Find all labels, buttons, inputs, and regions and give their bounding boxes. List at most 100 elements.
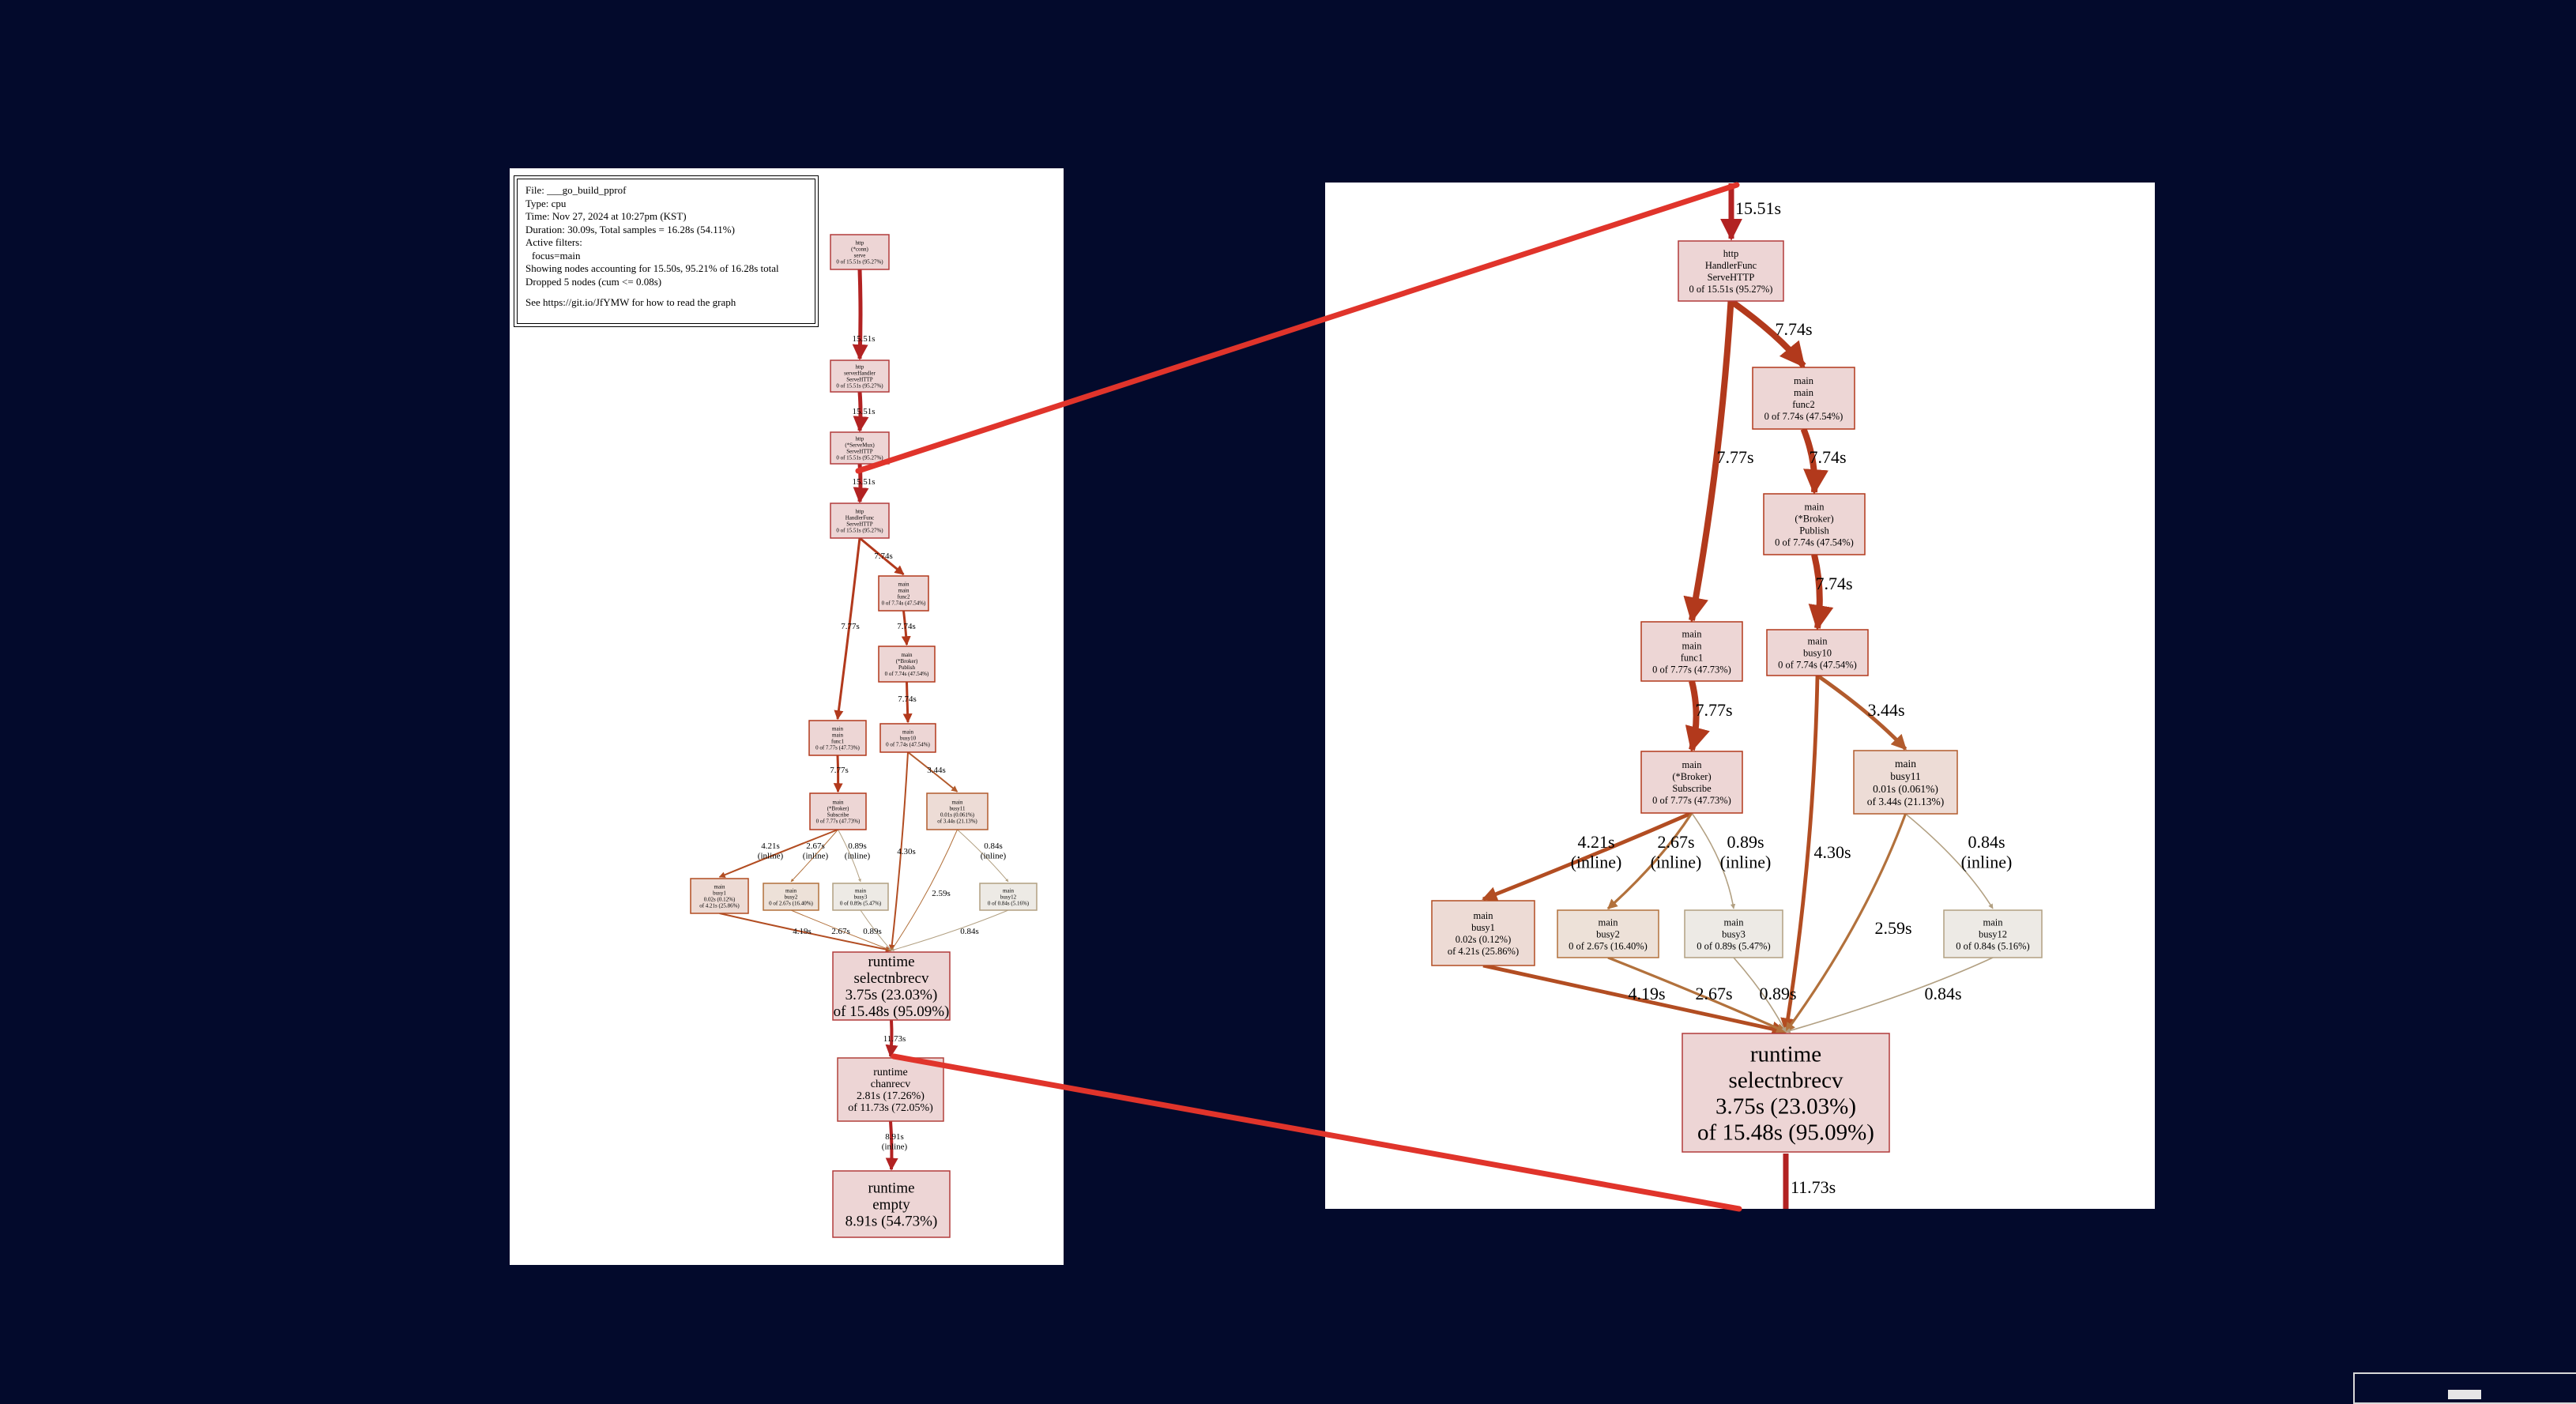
right-edge-Subscribe-busy2 [1606, 812, 1693, 910]
zoom-connector-top [855, 182, 1740, 474]
left-edge-Subscribe-busy3 [838, 829, 861, 883]
right-node-text: 0.02s (0.12%) [1456, 934, 1511, 945]
left-node-text: Publish [898, 664, 916, 671]
left-node-text: 0 of 0.89s (5.47%) [840, 900, 882, 906]
left-node-text: main [1003, 887, 1014, 894]
right-node-text: of 15.48s (95.09%) [1697, 1120, 1874, 1145]
right-edge-label: 7.74s [1809, 447, 1846, 467]
right-edge-HandlerFunc-func1 [1683, 300, 1734, 623]
left-edge-ServeMux-HandlerFunc [853, 463, 869, 503]
legend-help-link[interactable]: See https://git.io/JfYMW for how to read… [525, 296, 736, 308]
left-node-text: main [898, 587, 910, 593]
right-node-text: busy1 [1471, 922, 1495, 933]
right-node-text: 3.75s (23.03%) [1715, 1093, 1856, 1119]
left-node-text: 0.02s (0.12%) [704, 896, 736, 902]
legend-dropped: Dropped 5 nodes (cum <= 0.08s) [525, 275, 662, 288]
left-edge-label: 4.19s [793, 927, 812, 936]
right-node-text: of 4.21s (25.86%) [1448, 946, 1519, 957]
left-edge-HandlerFunc-func1 [834, 537, 861, 721]
left-node-text: 0 of 15.51s (95.27%) [836, 454, 883, 461]
left-node-text: of 4.21s (25.86%) [699, 902, 740, 909]
left-node-text: 0 of 15.51s (95.27%) [836, 382, 883, 389]
right-edge-label: 3.44s [1867, 700, 1904, 720]
right-edge-busy1-selectnbrecv [1482, 963, 1787, 1037]
left-edge-busy3-selectnbrecv [860, 909, 892, 951]
left-edge-HandlerFunc-func2 [859, 536, 905, 576]
right-edge-Publish-busy10 [1808, 554, 1834, 631]
left-node-text: main [855, 887, 866, 894]
left-edge-label: 7.74s [897, 622, 916, 631]
legend-filter: focus=main [532, 249, 581, 262]
right-node-text: 0 of 7.74s (47.54%) [1764, 411, 1843, 422]
right-edge-label: 4.19s [1628, 984, 1665, 1003]
left-edge-label: 0.89s(inline) [845, 841, 871, 861]
left-node-text: runtime [873, 1067, 908, 1078]
right-node-text: func2 [1792, 399, 1814, 410]
left-node-text: main [952, 799, 963, 805]
left-node-text: http [856, 508, 864, 514]
right-node-text: 0 of 0.89s (5.47%) [1697, 941, 1770, 952]
right-node-text: main [1682, 629, 1703, 640]
right-node-text: 0 of 7.74s (47.54%) [1775, 537, 1854, 548]
left-node-text: serverHandler [844, 370, 876, 376]
left-edge-label: 7.74s [898, 694, 917, 704]
left-node-text: main [785, 887, 797, 894]
right-edge-busy12-selectnbrecv [1785, 957, 1994, 1033]
right-node-text: 0.01s (0.061%) [1873, 783, 1938, 795]
left-node-text: main [832, 732, 843, 738]
left-node-text: http [856, 435, 864, 442]
right-edge-label: 0.84s [1924, 984, 1961, 1003]
left-node-text: main [902, 728, 913, 735]
left-node-text: busy10 [900, 735, 917, 741]
right-node-text: (*Broker) [1795, 514, 1833, 525]
left-edge-busy1-selectnbrecv [719, 913, 892, 953]
left-node-text: main [898, 581, 910, 587]
right-edge-label: 2.67s(inline) [1651, 832, 1702, 871]
left-node-text: http [856, 363, 864, 370]
right-edge-busy11-busy12 [1904, 813, 1994, 909]
right-edge-Subscribe-busy3 [1691, 812, 1736, 909]
left-edge-label: 15.51s [852, 334, 875, 344]
right-node-text: main [1808, 636, 1828, 647]
right-edge-label: 4.21s(inline) [1571, 832, 1622, 871]
right-edge-label: 7.77s [1695, 700, 1732, 720]
left-node-text: 0 of 15.51s (95.27%) [836, 527, 883, 533]
right-edge-label: 2.59s [1874, 918, 1911, 938]
right-node-text: http [1723, 248, 1738, 259]
right-node-text: main [1682, 759, 1703, 770]
left-edge-label: 11.73s [883, 1034, 906, 1044]
left-node-text: 2.81s (17.26%) [857, 1090, 925, 1102]
left-edge-label: 2.67s(inline) [803, 841, 829, 861]
full-profile-graph-panel: File: ___go_build_pprof Type: cpu Time: … [510, 168, 1064, 1265]
right-node-text: main [1682, 641, 1703, 652]
